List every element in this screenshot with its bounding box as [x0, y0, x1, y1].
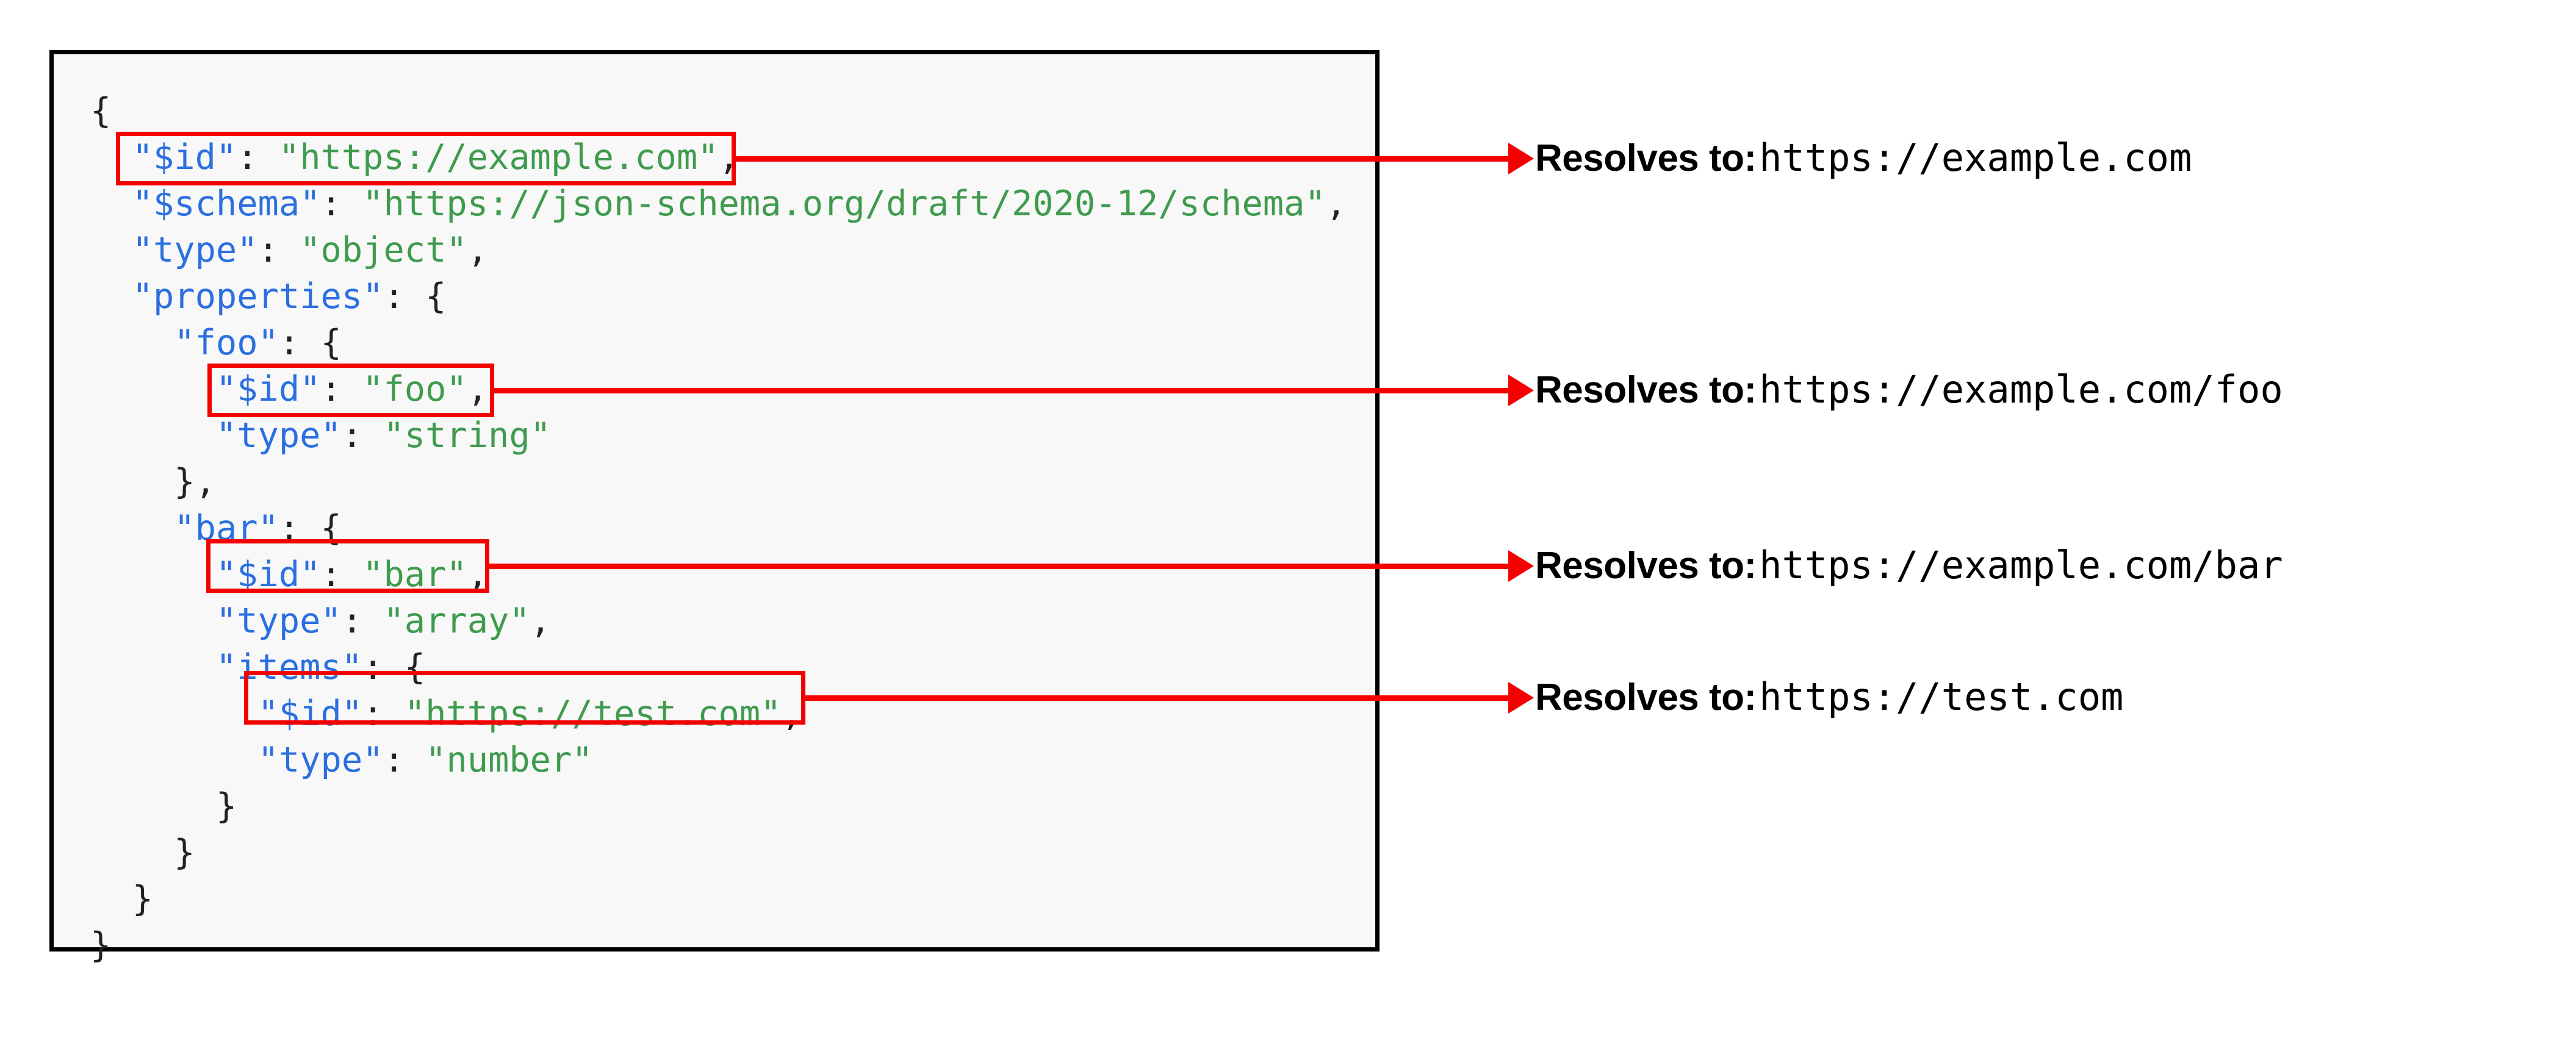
code-token-key: "type" [215, 601, 342, 641]
arrow-to-bar-head [1508, 550, 1534, 582]
resolves-to-label: Resolves to: [1535, 676, 1757, 719]
code-line: "$id": "foo", [90, 366, 1347, 412]
code-token-punct: : [320, 369, 363, 409]
code-line: "type": "string" [90, 412, 1347, 459]
code-token-punct: : { [383, 276, 447, 317]
code-token-str: "https://json-schema.org/draft/2020-12/s… [362, 184, 1326, 224]
code-line: } [90, 876, 1347, 922]
code-token-punct: , [781, 694, 802, 734]
code-token-punct: , [530, 601, 551, 641]
code-token-punct: : [320, 554, 363, 595]
code-token-punct: { [90, 91, 112, 131]
code-line: "$id": "bar", [90, 551, 1347, 598]
resolved-uri-value: https://example.com [1759, 135, 2192, 180]
code-token-punct: , [467, 369, 489, 409]
code-token-punct: : { [362, 647, 426, 687]
code-token-punct: : [362, 694, 405, 734]
code-token-punct: : [383, 740, 426, 780]
code-token-punct: : [341, 415, 384, 456]
code-line: "properties": { [90, 273, 1347, 320]
resolved-uri-value: https://example.com/foo [1759, 367, 2283, 412]
code-token-punct: : [237, 137, 279, 177]
code-token-key: "$id" [215, 554, 321, 595]
code-line: } [90, 830, 1347, 876]
annotation-foo: Resolves to: https://example.com/foo [1535, 367, 2283, 412]
code-token-key: "$id" [132, 137, 237, 177]
code-token-str: "number" [425, 740, 593, 780]
code-token-str: "string" [383, 415, 551, 456]
resolves-to-label: Resolves to: [1535, 369, 1757, 411]
code-token-punct: : { [278, 323, 342, 363]
code-line: } [90, 783, 1347, 830]
resolved-uri-value: https://example.com/bar [1759, 543, 2283, 587]
code-line: "items": { [90, 644, 1347, 690]
code-token-key: "$id" [215, 369, 321, 409]
code-token-str: "bar" [362, 554, 467, 595]
annotation-root: Resolves to: https://example.com [1535, 135, 2192, 180]
code-token-punct: , [467, 230, 489, 270]
arrow-to-items-line [805, 695, 1508, 701]
code-token-key: "items" [215, 647, 363, 687]
code-line: "$schema": "https://json-schema.org/draf… [90, 181, 1347, 227]
code-token-punct: : [257, 230, 300, 270]
code-token-str: "foo" [362, 369, 467, 409]
code-token-punct: : [341, 601, 384, 641]
code-token-punct: : { [278, 508, 342, 548]
code-token-key: "$id" [257, 694, 363, 734]
code-token-str: "https://test.com" [404, 694, 782, 734]
code-line: "$id": "https://test.com", [90, 690, 1347, 737]
code-token-punct: } [174, 833, 195, 873]
annotation-bar: Resolves to: https://example.com/bar [1535, 543, 2283, 587]
code-line: } [90, 922, 1347, 969]
code-line: "foo": { [90, 320, 1347, 366]
code-token-punct: , [1325, 184, 1347, 224]
resolves-to-label: Resolves to: [1535, 137, 1757, 179]
code-token-key: "type" [257, 740, 384, 780]
arrow-to-root-line [736, 156, 1508, 162]
code-token-punct: } [132, 879, 153, 919]
arrow-to-foo-head [1508, 375, 1534, 406]
arrow-to-root-head [1508, 143, 1534, 174]
code-line: { [90, 88, 1347, 134]
code-token-key: "properties" [132, 276, 384, 317]
code-token-punct: } [215, 786, 237, 826]
code-token-punct: : [320, 184, 363, 224]
arrow-to-foo-line [494, 388, 1508, 393]
code-line: }, [90, 459, 1347, 505]
annotation-items: Resolves to: https://test.com [1535, 675, 2123, 719]
resolves-to-label: Resolves to: [1535, 545, 1757, 587]
resolved-uri-value: https://test.com [1759, 675, 2124, 719]
code-token-str: "https://example.com" [278, 137, 719, 177]
code-line: "type": "array", [90, 598, 1347, 644]
code-line: "type": "number" [90, 737, 1347, 783]
arrow-to-bar-line [489, 564, 1508, 569]
json-schema-code: { "$id": "https://example.com", "$schema… [90, 88, 1347, 969]
code-token-str: "object" [300, 230, 467, 270]
json-schema-code-panel: { "$id": "https://example.com", "$schema… [49, 50, 1380, 966]
code-token-str: "array" [383, 601, 530, 641]
code-token-key: "type" [215, 415, 342, 456]
code-token-punct: } [90, 925, 112, 966]
code-line: "type": "object", [90, 227, 1347, 273]
code-line: "bar": { [90, 505, 1347, 551]
code-token-key: "type" [132, 230, 258, 270]
code-token-key: "bar" [174, 508, 279, 548]
code-token-key: "foo" [174, 323, 279, 363]
code-token-punct: }, [174, 462, 216, 502]
code-token-punct: , [467, 554, 489, 595]
code-line: "$id": "https://example.com", [90, 134, 1347, 181]
arrow-to-items-head [1508, 682, 1534, 714]
code-token-key: "$schema" [132, 184, 321, 224]
